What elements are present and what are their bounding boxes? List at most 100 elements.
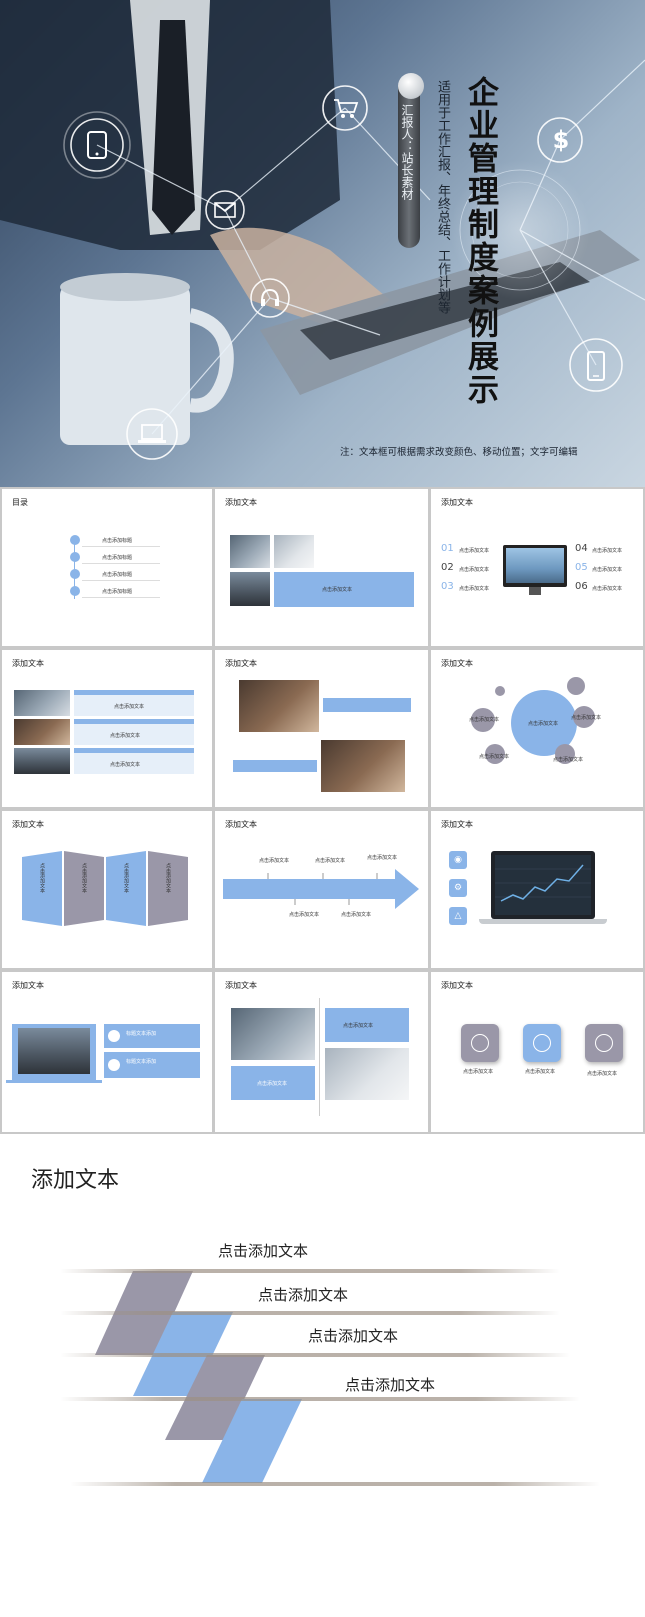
bubble (495, 686, 505, 696)
feature-tile[interactable] (585, 1024, 623, 1062)
bell-icon: △ (449, 907, 467, 925)
cover-author-pill (398, 76, 420, 248)
list-item: 点击添加文本 (459, 548, 490, 554)
bar (74, 690, 194, 695)
text-box[interactable] (74, 753, 194, 774)
laptop-base (479, 919, 607, 924)
slide-thumb-4[interactable]: 添加文本 点击添加文本 点击添加文本 点击添加文本 (2, 650, 212, 807)
slide-thumbnail-grid: 目录 点击添加标题 点击添加标题 点击添加标题 点击添加标题 (0, 487, 645, 1134)
slide-title: 添加文本 (12, 981, 44, 990)
slide-title: 添加文本 (441, 820, 473, 829)
photo (274, 535, 314, 568)
toc-item[interactable]: 点击添加标题 (70, 569, 160, 581)
slide-title: 添加文本 (441, 981, 473, 990)
divider (319, 998, 320, 1116)
slide-thumb-6[interactable]: 添加文本 点击添加文本 点击添加文本 点击添加文本 点击添加文本 点击添加文本 (431, 650, 643, 807)
feature-tile[interactable] (523, 1024, 561, 1062)
timeline-arrow (223, 869, 419, 909)
text-box[interactable] (74, 724, 194, 745)
laptop-base (6, 1080, 102, 1083)
step-label[interactable]: 点击添加文本 (258, 1286, 349, 1304)
slide-thumb-11[interactable]: 添加文本 点击添加文本 点击添加文本 (215, 972, 428, 1132)
text-box-label: 点击添加文本 (110, 762, 141, 768)
text-box[interactable] (274, 572, 414, 607)
slide-thumb-7[interactable]: 添加文本 点击添加文本 点击添加文本 点击添加文本 点击添加文本 (2, 811, 212, 968)
toc-underline (82, 580, 160, 581)
cover-subtitle: 适用于工作汇报、年终总结、工作计划等 (435, 80, 450, 314)
list-item: 点击添加文本 (592, 586, 623, 592)
toc-item[interactable]: 点击添加标题 (70, 535, 160, 547)
panel-label: 点击添加文本 (81, 863, 87, 893)
slide-thumb-2[interactable]: 添加文本 点击添加文本 (215, 489, 428, 646)
photo (231, 1008, 315, 1060)
slide-thumb-5[interactable]: 添加文本 (215, 650, 428, 807)
slide-thumb-8[interactable]: 添加文本 点击添加文本 点击添加文本 点击添加文本 点击添加文本 点击添加文本 (215, 811, 428, 968)
photo (321, 740, 405, 792)
bubble-label: 点击添加文本 (479, 754, 510, 760)
center-label: 点击添加文本 (528, 721, 559, 727)
photo (239, 680, 319, 732)
toc-item[interactable]: 点击添加标题 (70, 586, 160, 598)
slide-thumb-9[interactable]: 添加文本 ◉ ⚙ △ (431, 811, 643, 968)
step-label[interactable]: 点击添加文本 (345, 1376, 436, 1394)
bubble-label: 点击添加文本 (571, 715, 602, 721)
number-label: 02 (441, 562, 454, 573)
cover-slide: $ 汇报人：站长素材 企业管理制度案例展示 适用于工作汇报、年终总结、工作计划等… (0, 0, 645, 487)
slide-title: 添加文本 (225, 820, 257, 829)
laptop-chart-image (491, 851, 595, 919)
step-label[interactable]: 点击添加文本 (218, 1242, 309, 1260)
photo (14, 690, 70, 716)
text-box[interactable] (325, 1008, 409, 1042)
slide-title: 添加文本 (441, 498, 473, 507)
cover-author: 汇报人：站长素材 (400, 104, 414, 200)
folded-panels (22, 851, 188, 926)
feature-tile[interactable] (461, 1024, 499, 1062)
toc-item-label: 点击添加标题 (102, 538, 133, 544)
headset-icon (261, 288, 279, 306)
text-box[interactable] (74, 695, 194, 716)
item-icon (108, 1059, 120, 1071)
timeline-label: 点击添加文本 (341, 912, 372, 918)
step-label[interactable]: 点击添加文本 (308, 1327, 399, 1345)
toc-bullet (70, 552, 80, 562)
tile-label: 点击添加文本 (587, 1071, 618, 1077)
bar (323, 698, 411, 712)
toc-item-label: 点击添加标题 (102, 572, 133, 578)
slide-thumb-3[interactable]: 添加文本 01 02 03 点击添加文本 点击添加文本 点击添加文本 04 05… (431, 489, 643, 646)
number-label: 04 (575, 543, 588, 554)
bubble (567, 677, 585, 695)
slide-thumb-toc[interactable]: 目录 点击添加标题 点击添加标题 点击添加标题 点击添加标题 (2, 489, 212, 646)
slide-thumb-10[interactable]: 添加文本 标题文本添加 标题文本添加 (2, 972, 212, 1132)
slide-title: 添加文本 (225, 981, 257, 990)
photo (14, 719, 70, 745)
number-label: 05 (575, 562, 588, 573)
number-label: 03 (441, 581, 454, 592)
slide-thumb-12[interactable]: 添加文本 点击添加文本 点击添加文本 点击添加文本 (431, 972, 643, 1132)
toc-underline (82, 563, 160, 564)
cover-pill-knob (398, 73, 424, 99)
timeline-label: 点击添加文本 (259, 858, 290, 864)
text-box[interactable] (104, 1024, 200, 1048)
laptop-icon (138, 424, 166, 443)
cover-background (0, 0, 645, 460)
toc-item[interactable]: 点击添加标题 (70, 552, 160, 564)
text-box-label: 标题文本添加 (126, 1059, 157, 1065)
toc-bullet (70, 586, 80, 596)
detail-slide: 添加文本 点击添加文本 点击添加文本 点击添加文本 点击添加文本 (0, 1134, 645, 1617)
list-item: 点击添加文本 (592, 548, 623, 554)
slide-title: 添加文本 (225, 659, 257, 668)
toc-item-label: 点击添加标题 (102, 555, 133, 561)
text-box-label: 点击添加文本 (343, 1023, 374, 1029)
photo (230, 535, 270, 568)
bubble-label: 点击添加文本 (553, 757, 584, 763)
photo (18, 1028, 90, 1074)
timeline-label: 点击添加文本 (289, 912, 320, 918)
slide-title: 目录 (12, 498, 28, 507)
toc-bullet (70, 535, 80, 545)
text-box[interactable] (231, 1066, 315, 1100)
text-box[interactable] (104, 1052, 200, 1078)
number-label: 01 (441, 543, 454, 554)
settings-icon: ⚙ (449, 879, 467, 897)
timeline-label: 点击添加文本 (367, 855, 398, 861)
list-item: 点击添加文本 (459, 567, 490, 573)
